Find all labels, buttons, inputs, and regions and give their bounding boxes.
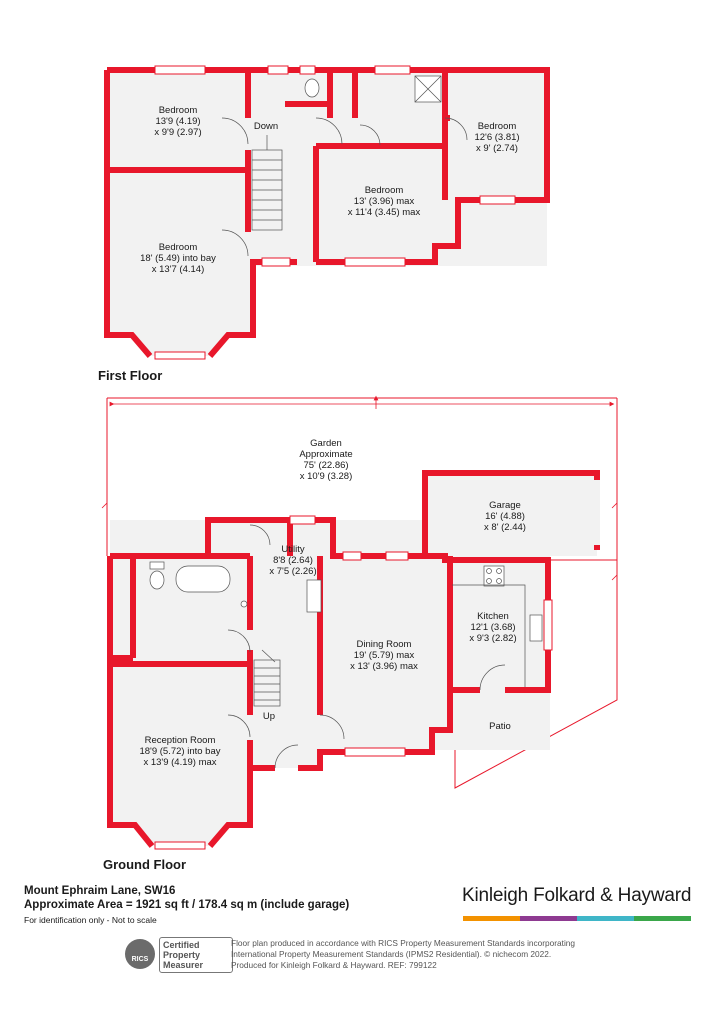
kitchen-dim2: x 9'3 (2.82)	[469, 633, 516, 644]
bed2-name: Bedroom	[159, 242, 198, 253]
up-label: Up	[263, 711, 275, 722]
agent-brand-name: Kinleigh Folkard & Hayward	[462, 885, 692, 906]
brand-bar-purple	[520, 916, 577, 921]
disclaimer-line-3: Produced for Kinleigh Folkard & Hayward.…	[231, 960, 437, 970]
brand-color-bar	[463, 916, 691, 921]
utility-name: Utility	[281, 544, 304, 555]
bed2-dim1: 18' (5.49) into bay	[140, 253, 216, 264]
bed4-dim2: x 9' (2.74)	[476, 143, 518, 154]
brand-bar-orange	[463, 916, 520, 921]
disclaimer-line-2: International Property Measurement Stand…	[231, 949, 552, 959]
bed3-name: Bedroom	[365, 185, 404, 196]
reception-dim2: x 13'9 (4.19) max	[143, 757, 216, 768]
garden-dim0: Approximate	[299, 449, 352, 460]
rics-certification-text: Certified Property Measurer	[163, 940, 203, 970]
garage-dim1: 16' (4.88)	[485, 511, 525, 522]
ground-floor-title: Ground Floor	[103, 857, 186, 872]
property-info: Mount Ephraim Lane, SW16 Approximate Are…	[24, 884, 349, 912]
rics-badge-frame	[159, 937, 233, 973]
bed1-name: Bedroom	[159, 105, 198, 116]
dining-dim2: x 13' (3.96) max	[350, 661, 418, 672]
bed3-dim1: 13' (3.96) max	[354, 196, 415, 207]
ground-floor-plan: Garden Approximate 75' (22.86) x 10'9 (3…	[101, 395, 618, 872]
first-floor-title: First Floor	[98, 368, 162, 383]
rics-certified-badge: RICS Certified Property Measurer	[125, 937, 233, 973]
bed1-dim2: x 9'9 (2.97)	[154, 127, 201, 138]
garden-dim2: x 10'9 (3.28)	[300, 471, 353, 482]
reception-name: Reception Room	[145, 735, 216, 746]
brand-bar-green	[634, 916, 691, 921]
bed4-name: Bedroom	[478, 121, 517, 132]
rics-logo: RICS	[125, 939, 155, 969]
down-label: Down	[254, 121, 278, 132]
bed2-dim2: x 13'7 (4.14)	[152, 264, 205, 275]
bed3-dim2: x 11'4 (3.45) max	[348, 207, 421, 218]
garage-name: Garage	[489, 500, 521, 511]
utility-dim2: x 7'5 (2.26)	[269, 566, 316, 577]
disclaimer-line-1: Floor plan produced in accordance with R…	[231, 938, 576, 948]
garden-name: Garden	[310, 438, 342, 449]
rics-cert-line-2: Property	[163, 950, 201, 960]
dining-name: Dining Room	[357, 639, 412, 650]
property-address: Mount Ephraim Lane, SW16	[24, 885, 176, 897]
utility-dim1: 8'8 (2.64)	[273, 555, 313, 566]
property-area: Approximate Area = 1921 sq ft / 178.4 sq…	[24, 899, 350, 911]
bed4-dim1: 12'6 (3.81)	[474, 132, 519, 143]
brand-bar-teal	[577, 916, 634, 921]
identification-note: For identification only - Not to scale	[24, 915, 157, 925]
garage-dim2: x 8' (2.44)	[484, 522, 526, 533]
measurement-disclaimer: Floor plan produced in accordance with R…	[231, 938, 611, 971]
rics-cert-line-3: Measurer	[163, 960, 204, 970]
rics-cert-line-1: Certified	[163, 940, 200, 950]
bed1-dim1: 13'9 (4.19)	[155, 116, 200, 127]
patio-label: Patio	[489, 721, 511, 732]
reception-dim1: 18'9 (5.72) into bay	[139, 746, 220, 757]
dining-dim1: 19' (5.79) max	[354, 650, 415, 661]
kitchen-dim1: 12'1 (3.68)	[470, 622, 515, 633]
first-floor-plan: Bedroom 13'9 (4.19) x 9'9 (2.97) Bedroom…	[98, 65, 550, 383]
kitchen-name: Kitchen	[477, 611, 509, 622]
garden-dim1: 75' (22.86)	[303, 460, 348, 471]
floor-plan: Bedroom 13'9 (4.19) x 9'9 (2.97) Bedroom…	[98, 65, 618, 872]
